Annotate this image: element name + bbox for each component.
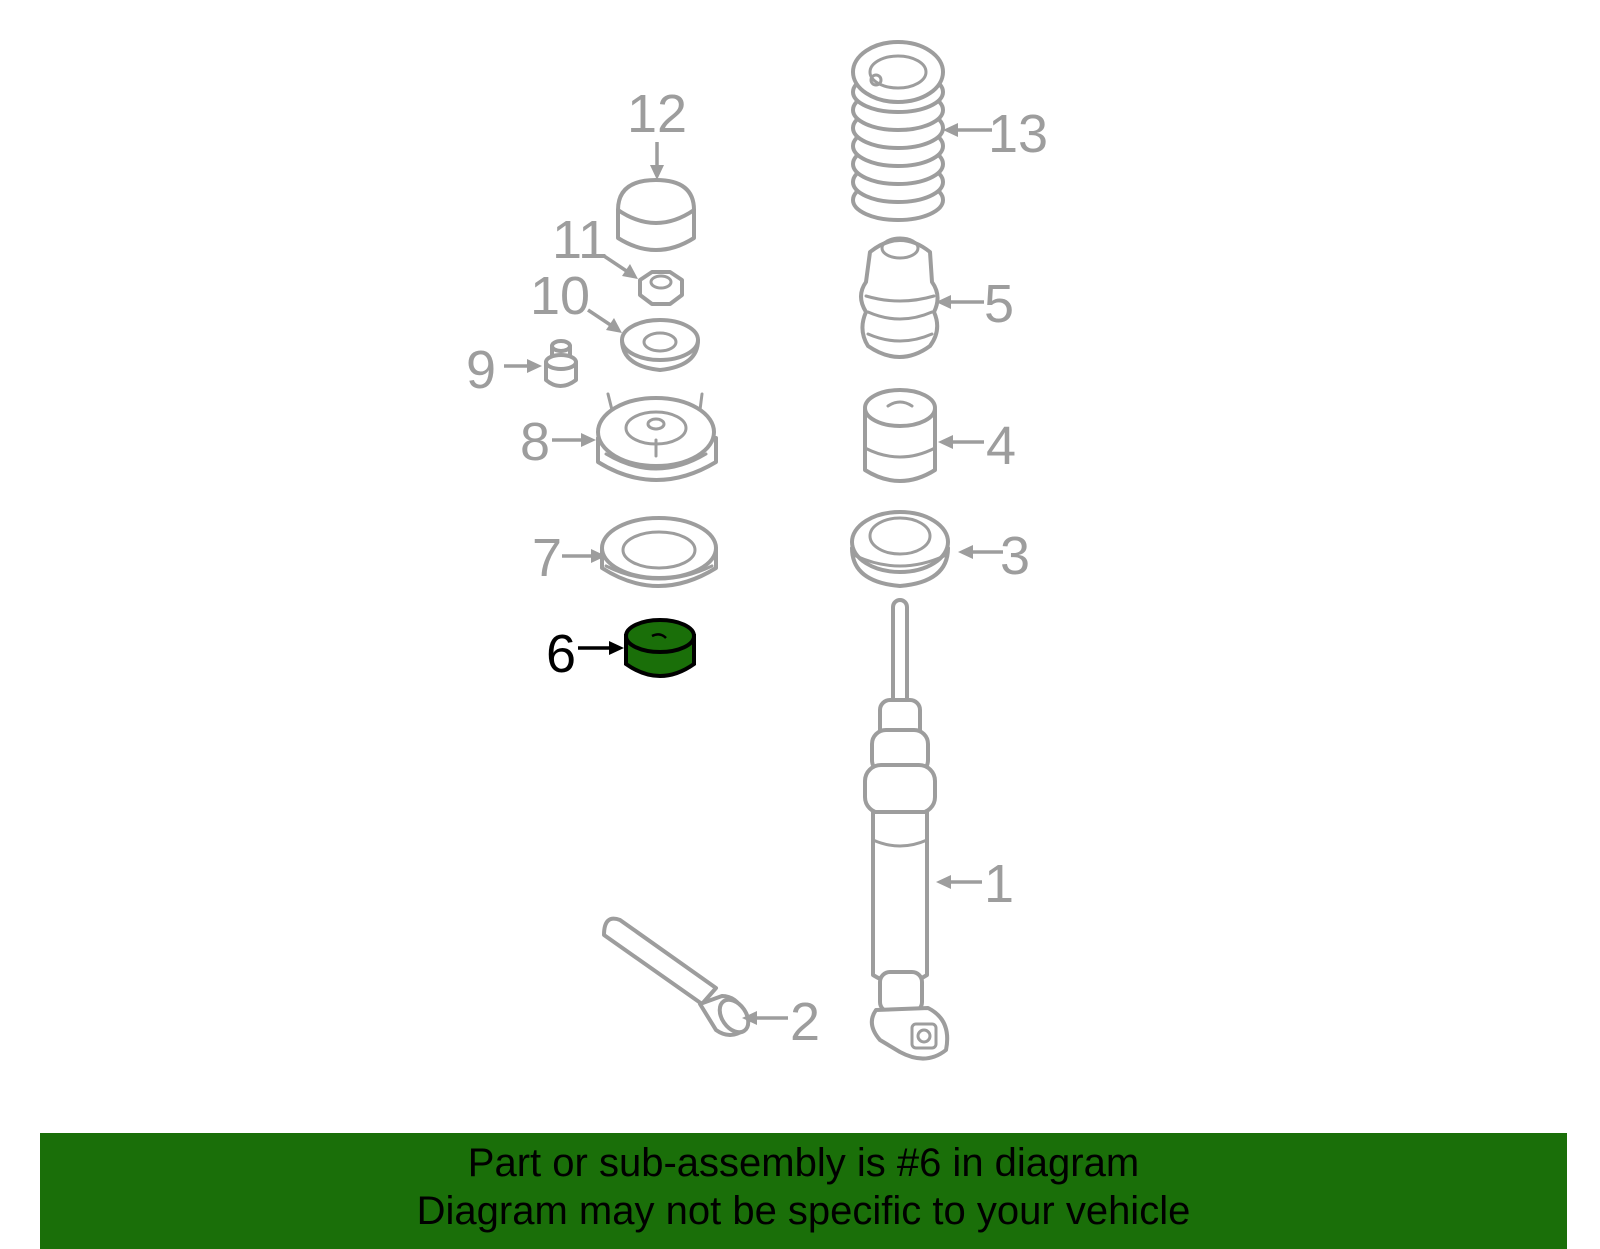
- part-3-spring-seat[interactable]: [850, 510, 950, 588]
- part-4-dust-boot[interactable]: [863, 388, 937, 483]
- banner-line-disclaimer: Diagram may not be specific to your vehi…: [416, 1189, 1191, 1233]
- callout-13: 13: [988, 104, 1048, 164]
- part-8-strut-mount[interactable]: [596, 392, 718, 482]
- callout-8: 8: [520, 412, 550, 472]
- part-9-stud[interactable]: [544, 339, 578, 388]
- callout-7: 7: [532, 528, 562, 588]
- part-10-washer[interactable]: [620, 318, 700, 372]
- info-banner: Part or sub-assembly is #6 in diagram Di…: [40, 1133, 1567, 1249]
- callout-5: 5: [984, 274, 1014, 334]
- part-5-bump-stop[interactable]: [859, 236, 940, 359]
- callout-9: 9: [466, 340, 496, 400]
- part-11-nut[interactable]: [638, 270, 684, 306]
- callout-2: 2: [790, 992, 820, 1052]
- callout-10: 10: [530, 266, 590, 326]
- part-6-bumper-highlighted[interactable]: [624, 618, 696, 678]
- part-12-top-cap[interactable]: [616, 178, 696, 252]
- part-7-upper-seat[interactable]: [600, 516, 718, 588]
- callout-12: 12: [627, 84, 687, 144]
- part-1-shock-absorber[interactable]: [863, 598, 950, 1061]
- part-2-bolt[interactable]: [602, 916, 754, 1038]
- part-13-coil-spring[interactable]: [851, 40, 945, 222]
- leader-arrows: [504, 123, 1003, 1025]
- callout-1: 1: [984, 854, 1014, 914]
- callout-3: 3: [1000, 526, 1030, 586]
- callout-11: 11: [552, 210, 608, 270]
- callout-4: 4: [986, 416, 1016, 476]
- banner-line-part-number: Part or sub-assembly is #6 in diagram: [467, 1141, 1140, 1185]
- callout-6-selected: 6: [546, 624, 576, 684]
